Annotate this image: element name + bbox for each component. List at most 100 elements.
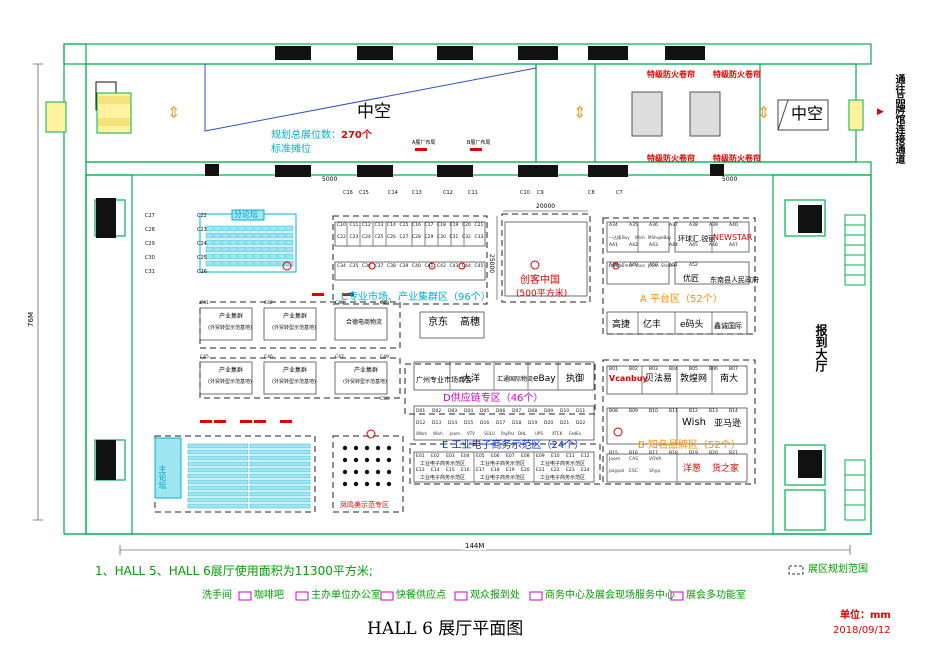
main-forum-seat-row: [187, 473, 249, 479]
forum-seat: [253, 239, 262, 246]
zone-a-code: A47: [729, 243, 738, 248]
zone-b-code: B04: [669, 367, 678, 372]
display-stand: [386, 481, 392, 487]
standard-booth-label: 标准摊位: [271, 144, 311, 155]
forum-seat: [237, 232, 246, 239]
zone-e-code: E14: [431, 468, 440, 473]
zone-b-booth-2: 贝法易: [645, 374, 673, 384]
outer-walls: [63, 43, 872, 535]
zone-e-code: E20: [521, 468, 530, 473]
planned-booths-label: 规划总展位数：: [271, 130, 341, 141]
zone-e-code: E15: [446, 468, 455, 473]
zone-a-small-booth: eBay: [661, 235, 672, 240]
forum-seat: [269, 232, 278, 239]
zone-b-code: B10: [649, 409, 658, 414]
fengxian-title: 凤鸣美示范专区: [340, 501, 389, 509]
forum-seat: [285, 225, 294, 232]
left-column-code: C28: [145, 227, 155, 233]
zone-d-small-booth: iWork: [416, 431, 428, 436]
up-down-arrow-icon: ⇕: [573, 103, 586, 122]
zone-c-code: C39: [399, 264, 409, 269]
zone-c-code: C26: [387, 235, 396, 240]
forum-seat: [237, 253, 246, 260]
cluster-sub-label: (外贸转型示范基地): [272, 379, 316, 385]
zone-b-code: B06: [709, 367, 718, 372]
chuangke-width: 20000: [536, 203, 556, 210]
legend-scope-label: 展区规划范围: [808, 564, 868, 575]
zone-e-code: E11: [566, 454, 575, 459]
zone-c-code: C40: [412, 264, 421, 269]
left-column-code: C26: [197, 269, 207, 275]
fastfood-icon: [380, 591, 394, 601]
main-forum-seat-row: [249, 473, 311, 479]
zone-d-code: D12: [416, 421, 426, 426]
zone-d-small-booth: DHL: [518, 431, 527, 436]
forum-seat: [277, 253, 286, 260]
zone-c-code: C35: [349, 264, 359, 269]
display-stand: [353, 445, 359, 451]
forum-seat: [277, 246, 286, 253]
cluster-sub-label: (外贸转型示范基地): [272, 325, 316, 331]
fire-door-label-3: 特级防火卷帘: [647, 154, 695, 163]
forum-seat: [229, 225, 238, 232]
zone-e-code: E07: [506, 454, 515, 459]
zone-c-big-booth-2: 高穗: [460, 317, 480, 328]
forum-seat: [277, 225, 286, 232]
forum-seat: [269, 246, 278, 253]
zone-b-booth-4: 南大: [720, 374, 739, 384]
zone-chuangke-outline: [501, 213, 591, 303]
main-forum-seat-row: [249, 503, 311, 509]
zone-a-small-booth: 一达通: [609, 235, 621, 240]
display-stand: [342, 457, 348, 463]
zone-e-code: E13: [416, 468, 425, 473]
zone-d-code: D17: [496, 421, 506, 426]
zone-a-booth-1: 环球汇.锐丽: [678, 235, 716, 243]
zone-d-code: D04: [464, 409, 474, 414]
zone-b-code: B14: [729, 409, 738, 414]
main-forum-seat-row: [187, 485, 249, 491]
zone-b-code: B08: [609, 409, 618, 414]
zone-a-small-booth: Lazada: [609, 263, 624, 268]
forum-seat: [205, 239, 214, 246]
zone-a-code: A46: [709, 243, 718, 248]
zone-e-code: E16: [461, 468, 470, 473]
zone-e-code: E18: [491, 468, 500, 473]
forum-seat: [245, 239, 254, 246]
arrow-right-icon: ▶: [877, 107, 884, 117]
zone-e-code: E01: [416, 454, 425, 459]
cluster-code: C47: [335, 355, 344, 360]
forum-seat: [253, 253, 262, 260]
pillar-code: C8: [588, 190, 595, 196]
zone-a-booth-5: 高捷: [612, 320, 631, 330]
display-stand: [386, 469, 392, 475]
main-forum-seat-row: [187, 449, 249, 455]
dim-5000-left: 5000: [322, 176, 338, 183]
multifunction-room-icon: [670, 591, 684, 601]
forum-seat: [221, 253, 230, 260]
zone-c-code: C20: [462, 223, 471, 228]
zone-a-code: A51: [669, 263, 678, 268]
zone-a-small-booth: JoOm: [648, 263, 659, 268]
forum-seat: [253, 232, 262, 239]
cluster-code: C50: [380, 397, 389, 402]
zone-c-code: C24: [362, 235, 371, 240]
zone-a-code: A37: [669, 223, 678, 228]
zone-e-code: E02: [431, 454, 440, 459]
zone-e-code: E21: [536, 468, 545, 473]
forum-seat: [269, 225, 278, 232]
forum-seat: [269, 253, 278, 260]
cluster-label: 产业集群: [219, 313, 244, 320]
display-stand: [342, 481, 348, 487]
zone-a-code: A44: [669, 243, 678, 248]
zone-c-code: C29: [424, 235, 434, 240]
zone-e-booth-label: 工业电子商务示范区: [480, 475, 526, 481]
zone-b-code: B03: [649, 367, 658, 372]
display-stand: [364, 469, 370, 475]
zone-e-code: E24: [581, 468, 590, 473]
forum-seat: [261, 253, 270, 260]
forum-seat: [213, 232, 222, 239]
left-column-code: C23: [197, 227, 207, 233]
zone-e-title: E 工业电子商务示范区（24个）: [442, 440, 585, 451]
forum-seat: [277, 260, 286, 267]
zone-a-code: A52: [689, 263, 698, 268]
